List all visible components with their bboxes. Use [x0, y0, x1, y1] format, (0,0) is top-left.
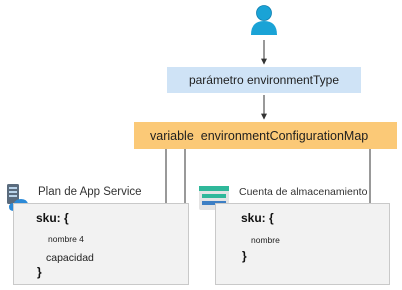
parameter-label: parámetro environmentType — [188, 73, 340, 87]
storage-card — [215, 203, 390, 285]
app-prop-nombre: nombre 4 — [48, 234, 84, 244]
variable-name: environmentConfigurationMap — [200, 128, 369, 143]
parameter-box: parámetro environmentType — [167, 67, 361, 93]
storage-prop-nombre: nombre — [251, 235, 280, 245]
app-service-title: Plan de App Service — [38, 186, 142, 198]
storage-sku-open: sku: { — [241, 211, 274, 225]
app-service-card — [13, 203, 189, 285]
variable-box: variable environmentConfigurationMap — [134, 122, 397, 149]
app-prop-capacidad: capacidad — [46, 252, 94, 264]
app-sku-close: } — [37, 265, 42, 279]
storage-title: Cuenta de almacenamiento — [239, 186, 368, 198]
storage-sku-close: } — [242, 249, 247, 263]
user-icon — [249, 4, 279, 36]
app-sku-open: sku: { — [36, 211, 69, 225]
variable-keyword: variable — [150, 128, 194, 143]
